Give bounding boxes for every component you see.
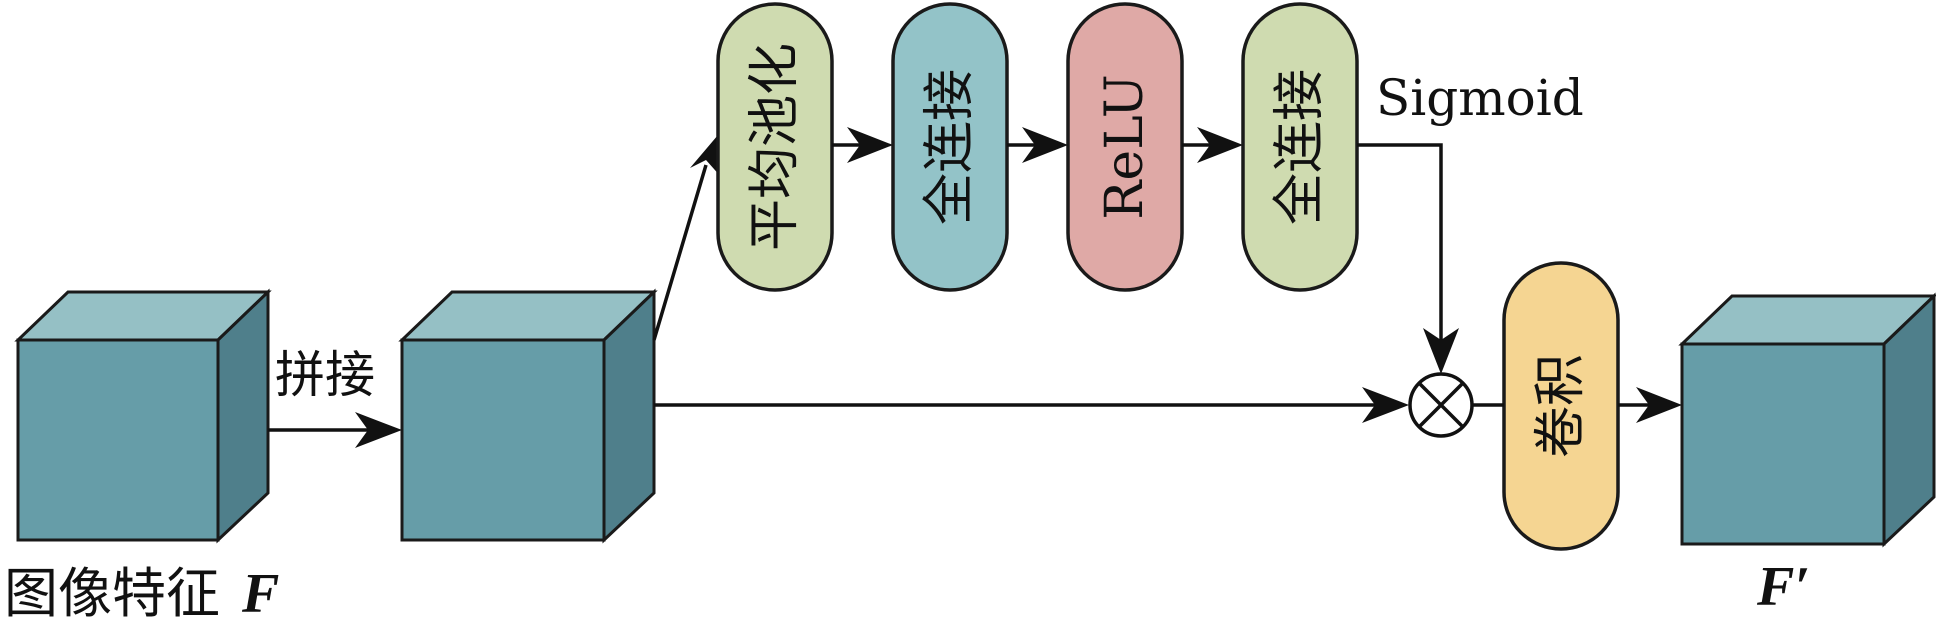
input-feature-label: 图像特征: [4, 562, 220, 625]
concat-label: 拼接: [275, 346, 375, 404]
relu-block: ReLU: [1066, 2, 1184, 292]
output-feature-cube: [1678, 292, 1936, 548]
input-symbol-label: F: [241, 563, 279, 625]
avg-pool-block: 平均池化: [716, 2, 834, 292]
circled-times-icon: [1408, 372, 1474, 438]
fc1-label: 全连接: [920, 69, 980, 225]
concat-arrow: [268, 412, 402, 448]
branch-up-arrow: [652, 135, 722, 341]
relu-label: ReLU: [1095, 74, 1155, 219]
pool-to-fc1-arrow: [832, 127, 893, 163]
sigmoid-arrow: [1357, 143, 1459, 374]
output-symbol-label: F′: [1756, 556, 1810, 618]
fc2-label: 全连接: [1270, 69, 1330, 225]
avg-pool-label: 平均池化: [745, 43, 805, 251]
fc2-block: 全连接: [1241, 2, 1359, 292]
input-feature-caption: 图像特征 F: [4, 562, 279, 625]
concat-feature-cube: [398, 288, 658, 544]
skip-path-arrow: [654, 387, 1409, 423]
avg-pool-pill: [716, 2, 834, 292]
conv-to-output-arrow: [1618, 387, 1682, 423]
sigmoid-label: Sigmoid: [1376, 69, 1584, 127]
conv-block: 卷积: [1502, 261, 1620, 551]
conv-label: 卷积: [1531, 354, 1591, 458]
input-feature-cube: [14, 288, 272, 544]
fc1-to-relu-arrow: [1007, 127, 1068, 163]
fc1-block: 全连接: [891, 2, 1009, 292]
relu-to-fc2-arrow: [1182, 127, 1243, 163]
